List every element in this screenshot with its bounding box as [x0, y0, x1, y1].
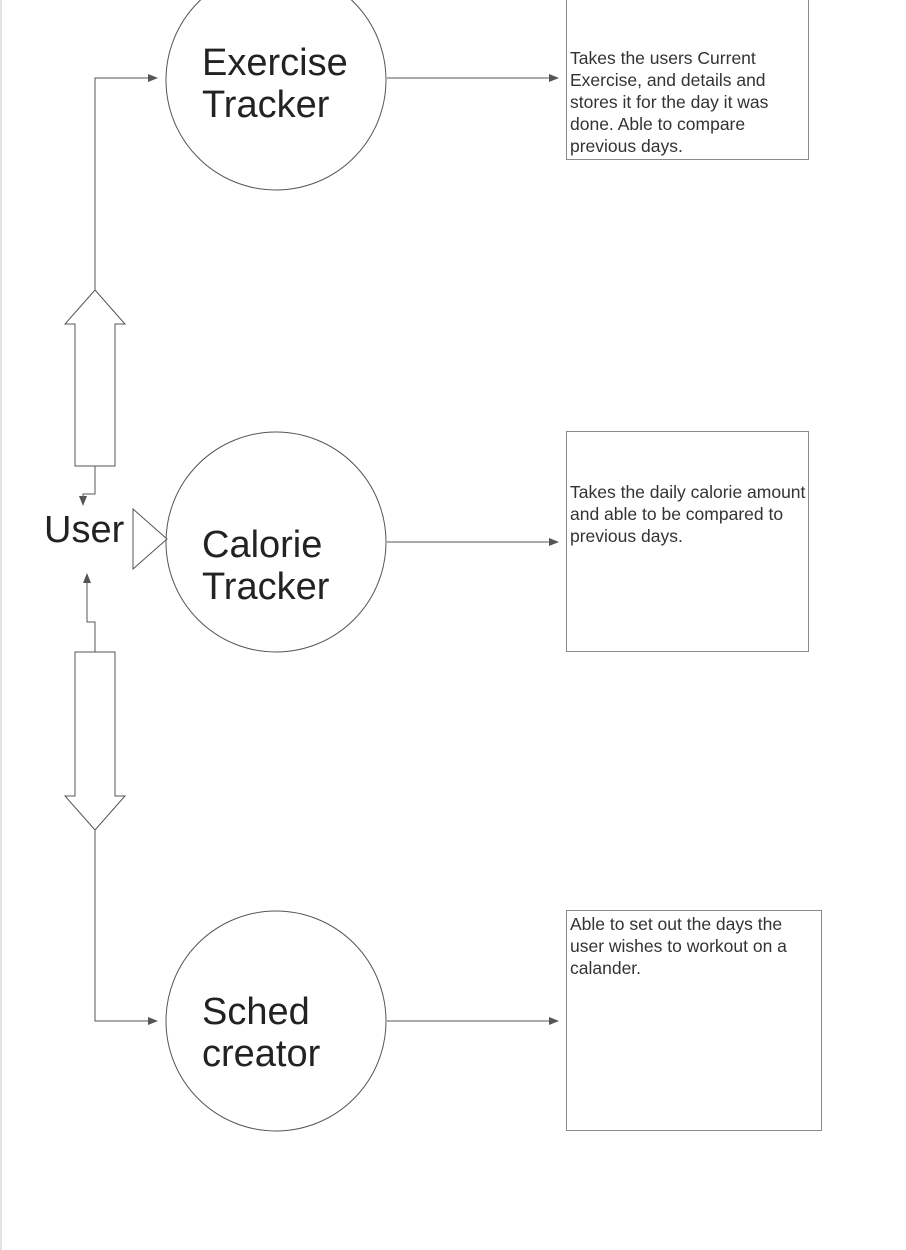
- connector-user-exercise[interactable]: [94, 74, 158, 290]
- exercise-note-box[interactable]: [566, 0, 809, 160]
- canvas-left-border: [0, 0, 2, 1250]
- user-to-calorie-triangle[interactable]: [132, 507, 168, 571]
- sched-creator-label: Sched creator: [202, 991, 321, 1075]
- exercise-tracker-label: Exercise Tracker: [202, 42, 348, 126]
- exercise-note-text: Takes the users Current Exercise, and de…: [570, 48, 769, 156]
- sched-note-text: Able to set out the days the user wishes…: [570, 914, 787, 978]
- calorie-tracker-node[interactable]: [165, 431, 387, 653]
- calorie-note-box[interactable]: [566, 431, 809, 652]
- user-label[interactable]: User: [44, 509, 125, 551]
- user-to-exercise-block-arrow[interactable]: [63, 289, 127, 467]
- calorie-note-text: Takes the daily calorie amount and able …: [570, 482, 806, 546]
- exercise-tracker-node[interactable]: [165, 0, 387, 191]
- user-to-sched-block-arrow[interactable]: [63, 651, 127, 831]
- sched-creator-node[interactable]: [165, 910, 387, 1132]
- calorie-tracker-label: Calorie Tracker: [202, 524, 330, 608]
- connector-block-to-user[interactable]: [79, 466, 96, 506]
- sched-note-box[interactable]: [566, 910, 822, 1131]
- connector-lower-block-to-user[interactable]: [83, 573, 96, 652]
- connector-user-sched[interactable]: [94, 830, 158, 1025]
